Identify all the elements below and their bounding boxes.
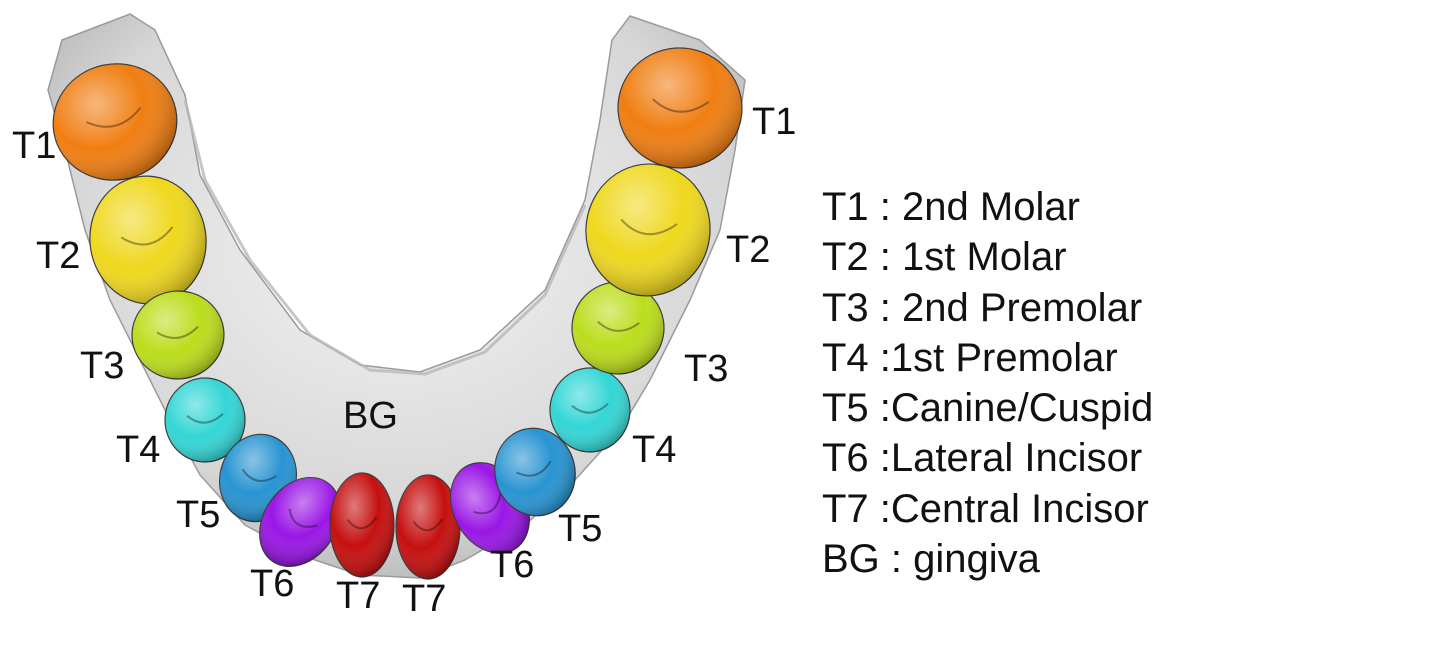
legend-item-t6: T6 :Lateral Incisor <box>822 436 1143 481</box>
tooth-groove <box>652 98 710 113</box>
tooth-shading <box>618 47 742 169</box>
tooth-label-right-t2: T2 <box>36 235 80 277</box>
tooth-label-right-t7: T7 <box>336 575 380 617</box>
legend-item-t3: T3 : 2nd Premolar <box>822 285 1143 330</box>
tooth-legend: T1 : 2nd Molar T2 : 1st Molar T3 : 2nd P… <box>822 182 1382 584</box>
gingiva-inner-shadow <box>183 99 587 376</box>
tooth-label-right-t3: T3 <box>80 345 124 387</box>
tooth-shading <box>132 290 224 380</box>
tooth-label-left-t2: T2 <box>726 229 770 271</box>
tooth-groove <box>346 516 378 530</box>
tooth-shading <box>89 176 207 304</box>
tooth-groove <box>516 460 552 477</box>
tooth-groove <box>473 493 502 515</box>
tooth-groove <box>156 325 199 339</box>
tooth-right-t3 <box>131 290 225 380</box>
tooth-label-left-t7: T7 <box>402 578 446 620</box>
tooth-label-right-t1: T1 <box>12 125 56 167</box>
tooth-groove <box>86 107 142 128</box>
tooth-shading <box>494 428 576 516</box>
tooth-groove <box>412 518 444 532</box>
legend-item-bg: BG : gingiva <box>822 537 1040 582</box>
legend-item-t1: T1 : 2nd Molar <box>822 185 1080 229</box>
tooth-shading <box>572 282 664 374</box>
tooth-right-t7 <box>329 472 395 578</box>
tooth-left-t1 <box>617 47 743 169</box>
tooth-left-t2 <box>585 163 711 297</box>
tooth-groove <box>186 412 224 424</box>
tooth-groove <box>571 402 609 414</box>
tooth-label-right-t5: T5 <box>176 494 220 536</box>
tooth-groove <box>620 218 678 236</box>
teeth-layer <box>52 47 743 580</box>
tooth-label-left-t1: T1 <box>752 101 796 143</box>
tooth-left-t3 <box>571 281 665 375</box>
tooth-groove <box>288 508 318 528</box>
legend-item-t7: T7 :Central Incisor <box>822 486 1149 531</box>
tooth-label-left-t4: T4 <box>632 429 676 471</box>
tooth-label-left-t3: T3 <box>684 348 728 390</box>
tooth-shading <box>165 378 245 462</box>
tooth-right-t1 <box>52 63 178 181</box>
legend-item-t2: T2 : 1st Molar <box>822 235 1067 280</box>
tooth-groove <box>120 226 174 246</box>
tooth-shading <box>53 63 177 181</box>
tooth-shading <box>330 473 394 577</box>
tooth-shading <box>550 368 630 452</box>
legend-item-t5: T5 :Canine/Cuspid <box>822 386 1154 431</box>
legend-item-t4: T4 :1st Premolar <box>822 335 1118 380</box>
tooth-shading <box>585 164 711 296</box>
tooth-label-right-t6: T6 <box>250 563 294 605</box>
tooth-groove <box>597 320 640 332</box>
tooth-shading <box>396 475 460 579</box>
tooth-label-left-t5: T5 <box>558 508 602 550</box>
tooth-left-t7 <box>395 474 461 580</box>
tooth-shading <box>259 477 341 567</box>
tooth-label-right-t4: T4 <box>116 429 160 471</box>
tooth-left-t5 <box>494 427 576 517</box>
tooth-right-t4 <box>164 377 246 463</box>
tooth-label-left-t6: T6 <box>490 544 534 586</box>
tooth-right-t6 <box>259 476 341 568</box>
gingiva-label: BG <box>343 395 398 437</box>
tooth-left-t4 <box>549 367 631 453</box>
tooth-groove <box>241 468 277 482</box>
